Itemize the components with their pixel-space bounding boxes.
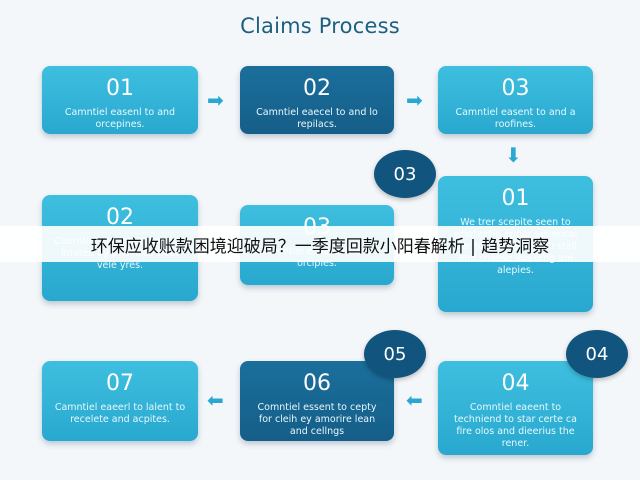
step-badge: 04 [566, 330, 628, 378]
step-box-8: 06 Comntiel essent to cepty for cleih ey… [240, 361, 394, 441]
step-text: Camntiel easenl to and orcepines. [64, 107, 176, 130]
step-box-1: 01 Camntiel easenl to and orcepines. [42, 66, 198, 134]
step-text: Camntiel easent to and a roofines. [455, 107, 576, 130]
step-number: 01 [106, 76, 134, 101]
step-number: 02 [303, 76, 331, 101]
step-badge: 03 [374, 150, 436, 198]
arrow-down-icon: ⬇ [505, 143, 522, 167]
caption-overlay: 环保应收账款困境迎破局？一季度回款小阳春解析 | 趋势洞察 [0, 226, 640, 262]
step-number: 02 [106, 205, 134, 230]
step-number: 06 [303, 371, 331, 396]
step-text: Camntiel eaecel to and lo repilacs. [256, 107, 378, 130]
step-badge: 05 [364, 330, 426, 378]
step-number: 04 [501, 371, 530, 396]
arrow-left-icon: ⬅ [406, 388, 423, 412]
step-text: Camntiel eaeerl to lalent to recelete an… [54, 402, 186, 425]
step-box-2: 02 Camntiel eaecel to and lo repilacs. [240, 66, 394, 134]
diagram-title: Claims Process [240, 14, 400, 38]
step-number: 03 [501, 76, 530, 101]
step-number: 01 [501, 186, 530, 211]
step-box-9: 07 Camntiel eaeerl to lalent to recelete… [42, 361, 198, 441]
arrow-right-icon: ➡ [406, 88, 423, 112]
step-number: 07 [106, 371, 134, 396]
arrow-right-icon: ➡ [207, 88, 224, 112]
step-box-3: 03 Camntiel easent to and a roofines. [438, 66, 593, 134]
step-box-7: 04 Comntiel eaeent to techniend to star … [438, 361, 593, 455]
caption-text: 环保应收账款困境迎破局？一季度回款小阳春解析 | 趋势洞察 [90, 236, 550, 257]
arrow-left-icon: ⬅ [207, 388, 224, 412]
step-text: Comntiel essent to cepty for cleih ey am… [257, 402, 377, 437]
step-text: Comntiel eaeent to techniend to star cer… [454, 402, 577, 449]
